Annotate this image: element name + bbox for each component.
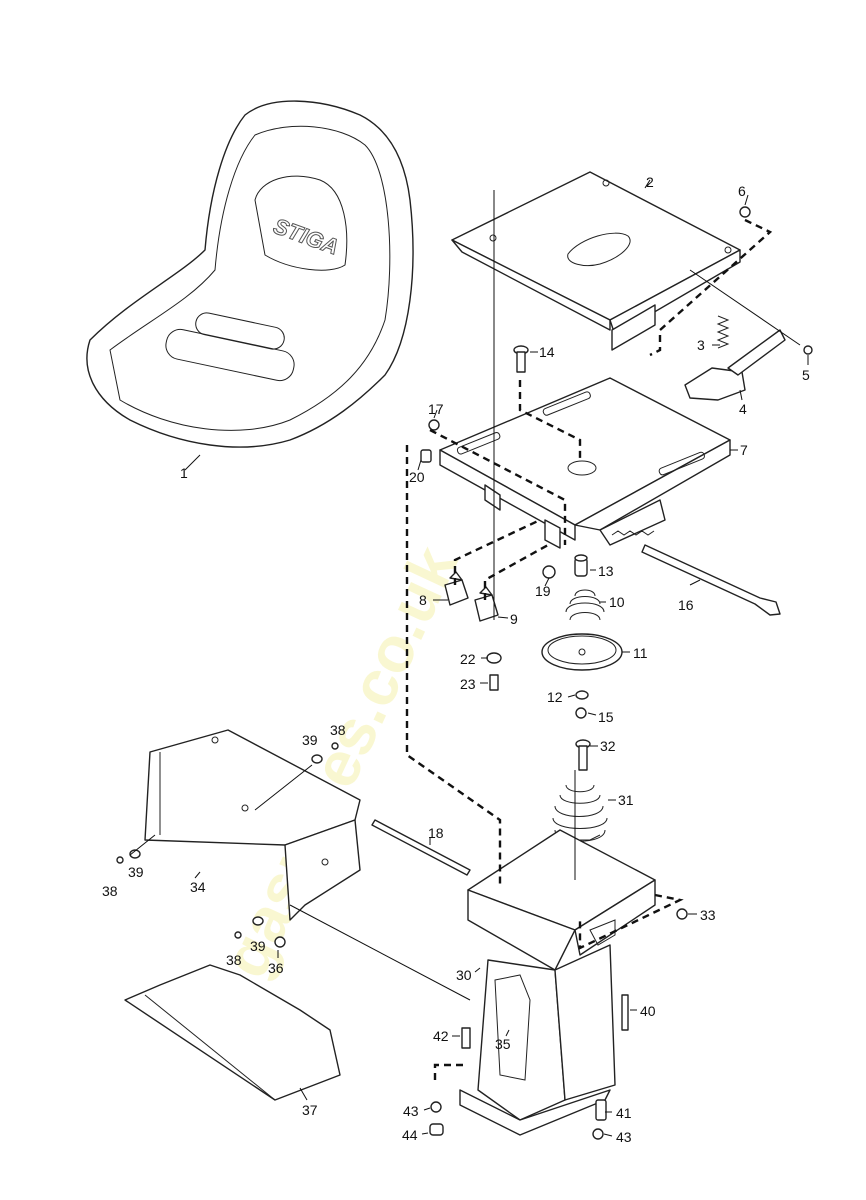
cap-44 [429, 1123, 444, 1136]
bottom-plate-37 [124, 964, 341, 1101]
label-39-top: 39 [302, 732, 318, 748]
label-19: 19 [535, 583, 551, 599]
bolt-23 [489, 674, 499, 691]
part-labels: 1 2 3 4 5 6 7 8 9 10 11 12 13 14 15 16 1… [102, 174, 810, 1145]
label-38-top: 38 [330, 722, 346, 738]
nut-33 [676, 908, 688, 920]
bolt-5 [803, 345, 813, 355]
label-44: 44 [402, 1127, 418, 1143]
spring-10 [565, 589, 605, 621]
washer-39-left [129, 849, 141, 859]
label-6: 6 [738, 183, 746, 199]
label-38-left: 38 [102, 883, 118, 899]
nut-43-left [430, 1101, 442, 1113]
spacer-41 [595, 1099, 607, 1121]
switch-9 [474, 586, 499, 622]
assembly-lines [129, 190, 801, 1080]
nut-15 [575, 707, 587, 719]
bolt-40 [621, 994, 629, 1031]
column-30 [459, 829, 656, 1136]
nut-6 [739, 206, 751, 218]
label-16: 16 [678, 597, 694, 613]
label-36: 36 [268, 960, 284, 976]
label-37: 37 [302, 1102, 318, 1118]
label-3: 3 [697, 337, 705, 353]
label-40: 40 [640, 1003, 656, 1019]
label-11: 11 [633, 645, 648, 661]
label-31: 31 [618, 792, 634, 808]
slide-plate [451, 171, 741, 351]
rod-18 [371, 819, 471, 876]
label-18: 18 [428, 825, 444, 841]
label-2: 2 [646, 174, 654, 190]
label-38-bottom: 38 [226, 952, 242, 968]
label-43-right: 43 [616, 1129, 632, 1145]
fastener-38-top [331, 742, 339, 750]
bolt-42 [461, 1027, 471, 1049]
fastener-38-left [116, 856, 124, 864]
label-12: 12 [547, 689, 563, 705]
label-9: 9 [510, 611, 518, 627]
spacer-13 [574, 554, 588, 577]
nut-19 [542, 565, 556, 579]
label-14: 14 [539, 344, 555, 360]
seat: STIGA [86, 100, 414, 448]
washer-39-top [311, 754, 323, 764]
leader-lines [184, 179, 809, 1137]
lever-4 [684, 329, 786, 401]
label-5: 5 [802, 367, 810, 383]
label-42: 42 [433, 1028, 449, 1044]
label-43-left: 43 [403, 1103, 419, 1119]
label-39-bottom: 39 [250, 938, 266, 954]
switch-8 [444, 571, 469, 606]
bolt-14 [513, 345, 529, 373]
label-13: 13 [598, 563, 614, 579]
label-33: 33 [700, 907, 716, 923]
label-30: 30 [456, 967, 472, 983]
seat-bracket [439, 377, 731, 549]
fastener-38-bottom [234, 931, 242, 939]
label-7: 7 [740, 442, 748, 458]
label-34: 34 [190, 879, 206, 895]
clip-36 [274, 936, 286, 948]
rubber-disc-11 [541, 633, 623, 671]
washer-22 [486, 652, 502, 664]
label-15: 15 [598, 709, 614, 725]
label-32: 32 [600, 738, 616, 754]
label-10: 10 [609, 594, 625, 610]
label-4: 4 [739, 401, 747, 417]
washer-17 [428, 419, 440, 431]
label-35: 35 [495, 1036, 511, 1052]
label-8: 8 [419, 592, 427, 608]
rod-16 [641, 544, 781, 616]
spring-3 [716, 315, 730, 349]
label-39-left: 39 [128, 864, 144, 880]
washer-39-bottom [252, 916, 264, 926]
label-17: 17 [428, 401, 444, 417]
label-20: 20 [409, 469, 425, 485]
label-22: 22 [460, 651, 476, 667]
label-41: 41 [616, 1105, 632, 1121]
washer-12 [575, 690, 589, 700]
label-23: 23 [460, 676, 476, 692]
nut-43-right [592, 1128, 604, 1140]
bolt-32 [575, 739, 591, 771]
label-1: 1 [180, 465, 188, 481]
cover-34 [144, 729, 361, 921]
spacer-20 [420, 449, 432, 463]
